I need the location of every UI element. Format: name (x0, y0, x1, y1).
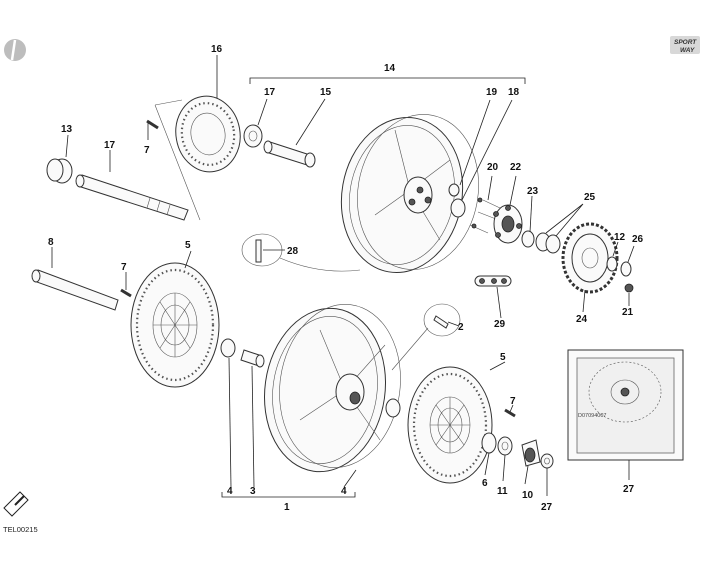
callout-29: 29 (494, 319, 506, 330)
front-brake-disc-right (407, 366, 493, 484)
front-axle-8 (31, 269, 119, 311)
callout-4-right: 4 (341, 486, 347, 497)
accessory-panel-27: D07094007 (567, 349, 684, 461)
callout-13: 14 (384, 63, 396, 74)
callout-5-left: 5 (185, 240, 191, 251)
callout-23: 24 (576, 314, 588, 325)
spacer-9 (521, 439, 541, 467)
spacer-3 (240, 349, 265, 368)
callout-1: 1 (284, 502, 290, 513)
bearing-18-17-right (448, 183, 466, 218)
callout-7-left: 7 (121, 262, 127, 273)
callout-10: 11 (497, 486, 508, 497)
callout-17-right: 18 (508, 87, 520, 98)
callout-6: 6 (482, 478, 488, 489)
bearing-4-right (385, 398, 401, 418)
callout-20: 21 (622, 307, 634, 318)
rear-brake-disc (175, 95, 241, 173)
callout-27: 27 (623, 484, 635, 495)
callout-15: 16 (211, 44, 223, 55)
front-wheel (263, 304, 401, 473)
nut-20 (624, 283, 634, 293)
sprocket-carrier-21 (493, 204, 523, 244)
page-corner-mark (4, 39, 26, 61)
bearing-17-left (243, 124, 263, 148)
callout-7-right: 7 (510, 396, 516, 407)
nut-11 (606, 256, 618, 272)
spacer-10 (497, 436, 513, 456)
bracket-1 (221, 492, 356, 498)
doc-corner-icon (3, 491, 29, 517)
callout-labels: 16 14 17 15 19 18 13 17 7 20 22 23 25 12… (48, 44, 644, 513)
bolt-7-left (120, 288, 132, 298)
spacer-12 (46, 158, 73, 184)
bolt-2-detail (391, 303, 461, 371)
callout-24: 25 (584, 192, 596, 203)
callout-28: 28 (287, 246, 299, 257)
rings-24 (535, 232, 561, 254)
callout-9: 10 (522, 490, 534, 501)
panel-code: D07094007 (578, 413, 606, 419)
nut-26 (540, 453, 554, 469)
callout-19: 20 (487, 162, 499, 173)
leader-lines (51, 55, 635, 496)
bracket-13 (249, 77, 526, 84)
svg-text:SPORT: SPORT (674, 39, 697, 46)
callout-22: 23 (527, 186, 539, 197)
shaft-16 (75, 174, 189, 221)
valve-28 (241, 233, 361, 272)
callout-21: 22 (510, 162, 522, 173)
doc-code: TEL00215 (3, 525, 38, 534)
studs-19 (469, 197, 501, 234)
callout-8: 8 (48, 237, 54, 248)
callout-11: 12 (614, 232, 626, 243)
bolt-7-upper (146, 119, 159, 130)
bearing-22 (521, 230, 535, 248)
front-brake-disc-left (130, 262, 220, 388)
callout-18: 19 (486, 87, 498, 98)
sportway-logo: SPORT WAY (670, 36, 700, 54)
callout-26: 27 (541, 502, 553, 513)
callout-4-left: 4 (227, 486, 233, 497)
washer-25 (620, 261, 632, 277)
callout-16: 17 (104, 140, 116, 151)
svg-text:WAY: WAY (680, 47, 695, 54)
callout-14: 15 (320, 87, 332, 98)
bolt-7-right (504, 408, 516, 418)
rear-sprocket-23 (561, 222, 619, 294)
callout-2: 2 (458, 322, 464, 333)
callout-17-left: 17 (264, 87, 276, 98)
callout-7-upper: 7 (144, 145, 150, 156)
seal-6 (481, 432, 497, 454)
rear-wheel (340, 114, 479, 274)
bearing-4-left (220, 338, 236, 358)
callout-3: 3 (250, 486, 256, 497)
callout-25: 26 (632, 234, 644, 245)
chain-link-29 (474, 275, 512, 287)
spacer-14 (263, 140, 316, 168)
callout-5-right: 5 (500, 352, 506, 363)
callout-12: 13 (61, 124, 73, 135)
